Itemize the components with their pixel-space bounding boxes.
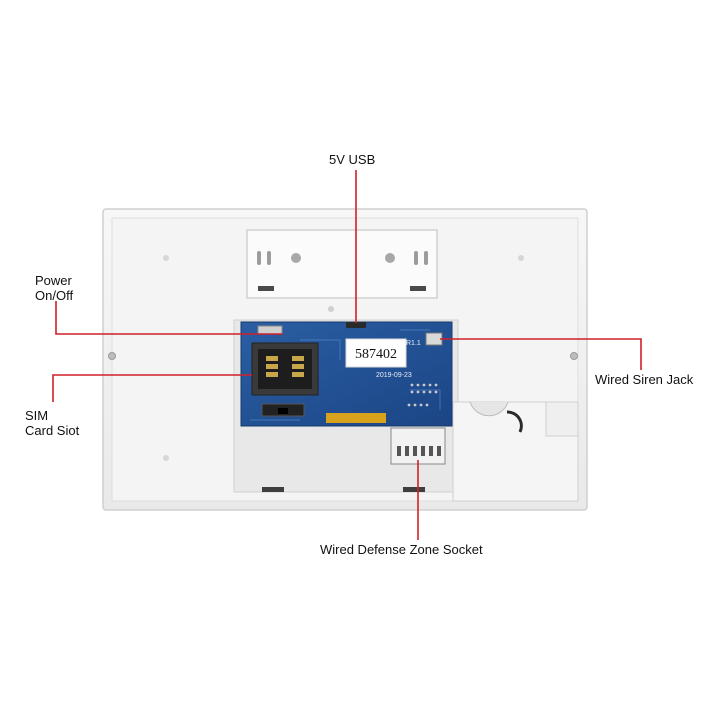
mount-slot (414, 251, 418, 265)
mount-bracket (246, 229, 438, 299)
sim-contacts (266, 356, 304, 377)
serial-sticker (345, 338, 407, 368)
label-sim-line1: SIM (25, 408, 49, 423)
label-sim-line2: Card Siot (25, 423, 80, 438)
screw-hole (163, 455, 169, 461)
serial-sticker-code: 587402 (355, 347, 397, 362)
cable-notch-shadow (506, 410, 523, 433)
compartment-clip (262, 487, 284, 492)
power-switch (257, 325, 283, 335)
cover-edge (545, 401, 579, 437)
screw-hole (518, 255, 524, 261)
mount-slot (424, 251, 428, 265)
bracket-foot (410, 286, 426, 291)
label-power-on-off: Power On/Off (35, 273, 73, 303)
gold-connector-strip (326, 413, 386, 423)
label-wired-siren-jack: Wired Siren Jack (595, 372, 694, 387)
pcb-pads (407, 383, 438, 407)
mount-hole (291, 253, 301, 263)
label-power-line2: On/Off (35, 288, 74, 303)
usb-port-hole (328, 306, 334, 312)
label-wired-defense-zone-socket: Wired Defense Zone Socket (320, 542, 483, 557)
callout-power (55, 301, 283, 335)
side-screw (570, 352, 578, 360)
callout-siren (440, 338, 642, 370)
pcb-traces (250, 329, 441, 421)
mount-slot (267, 251, 271, 265)
bracket-foot (258, 286, 274, 291)
board-date: 2019-09-23 (376, 372, 412, 379)
zone-socket-pins (397, 446, 441, 456)
label-5v-usb: 5V USB (329, 152, 376, 167)
board-revision: R1.1 (406, 340, 421, 347)
screw-hole (163, 255, 169, 261)
siren-jack (425, 332, 443, 346)
callout-lines (52, 170, 642, 540)
cable-notch (469, 401, 509, 417)
label-power-line1: Power (35, 273, 72, 288)
usb-connector (346, 322, 366, 328)
mount-hole (385, 253, 395, 263)
mount-slot (257, 251, 261, 265)
compartment-clip (403, 487, 425, 492)
callout-sim (52, 374, 252, 402)
chip (278, 408, 288, 414)
label-sim-card-slot: SIM Card Siot (25, 408, 79, 438)
side-screw (108, 352, 116, 360)
